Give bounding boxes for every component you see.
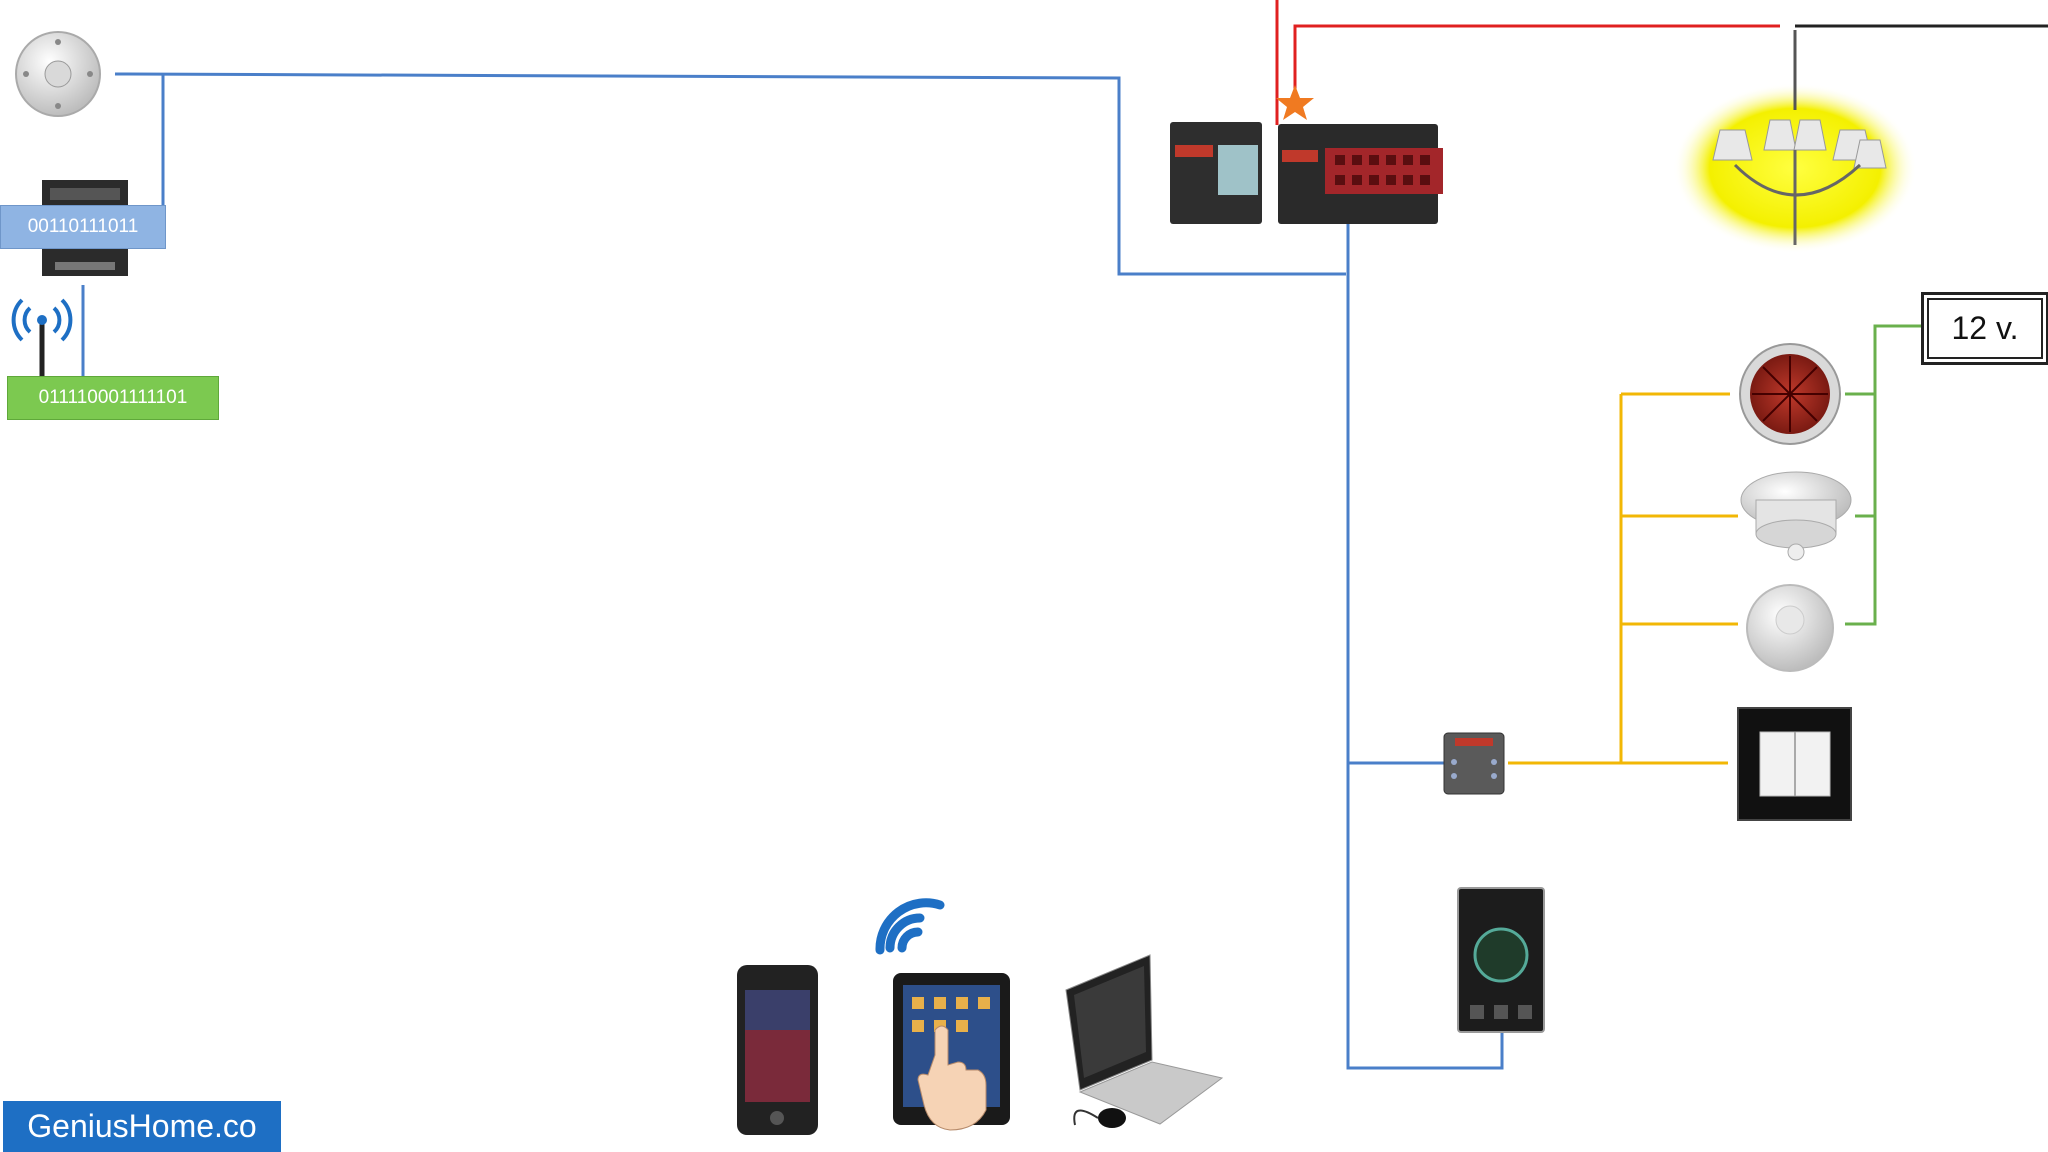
- wifi-icon: [875, 898, 945, 955]
- chandelier-icon: [1673, 30, 1917, 253]
- smartphone-icon: [737, 965, 818, 1135]
- star-icon: [1276, 85, 1314, 120]
- gateway-module-icon: [1170, 122, 1262, 224]
- voltage-label: 12 v.: [1921, 292, 2048, 365]
- brand-label: GeniusHome.co: [3, 1101, 281, 1152]
- motion-sensor-icon: [1746, 584, 1834, 672]
- sensor-lines: [1508, 392, 1738, 765]
- laptop-icon: [1065, 954, 1224, 1128]
- wall-switch-icon: [1737, 707, 1852, 821]
- binary-data-label-green: 011110001111101: [7, 376, 219, 420]
- tablet-icon: [893, 973, 1010, 1131]
- touch-panel-icon: [1457, 887, 1545, 1033]
- siren-icon: [1739, 343, 1841, 445]
- binary-data-label-blue: 00110111011: [0, 205, 166, 249]
- smoke-detector-icon: [1740, 471, 1852, 561]
- relay-module-icon: [1278, 124, 1443, 224]
- low-voltage-lines: [1845, 324, 1921, 626]
- bus-lines: [81, 72, 1504, 1070]
- antenna-icon: [11, 298, 73, 376]
- ceiling-sensor-icon: [15, 31, 101, 117]
- input-module-icon: [1443, 732, 1505, 795]
- power-lines: [1275, 0, 1780, 125]
